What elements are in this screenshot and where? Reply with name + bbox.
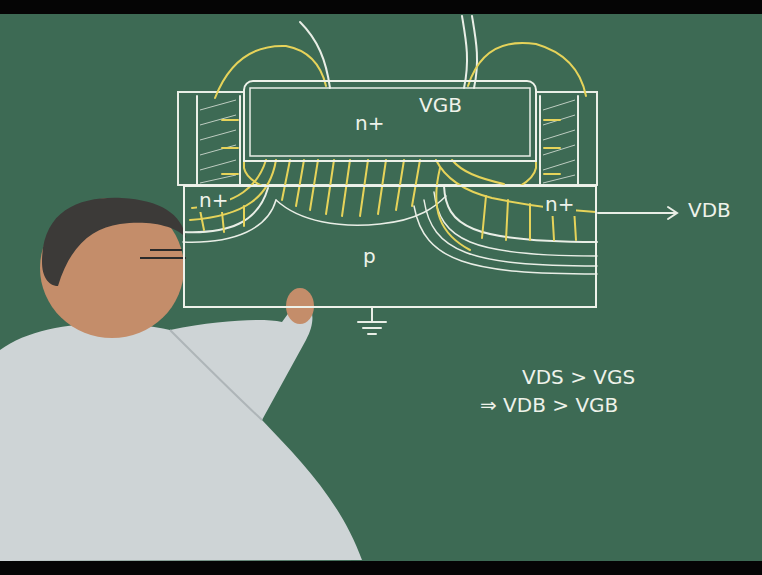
region-label: p	[361, 245, 378, 268]
region-label: n+	[353, 112, 386, 135]
terminal-label: VDB	[686, 199, 733, 222]
source-region: n+	[187, 189, 269, 233]
lecturer	[0, 198, 362, 561]
condition-note: VDS > VGS	[520, 366, 637, 389]
region-label: n+	[197, 189, 230, 212]
gate-electrode: VGB n+	[243, 80, 537, 162]
terminal-label: VGB	[417, 94, 464, 117]
drain-region: n+	[457, 189, 597, 239]
condition-note: ⇒ VDB > VGB	[478, 394, 620, 417]
p-substrate: p n+ n+	[183, 185, 597, 308]
region-label: n+	[543, 193, 576, 216]
